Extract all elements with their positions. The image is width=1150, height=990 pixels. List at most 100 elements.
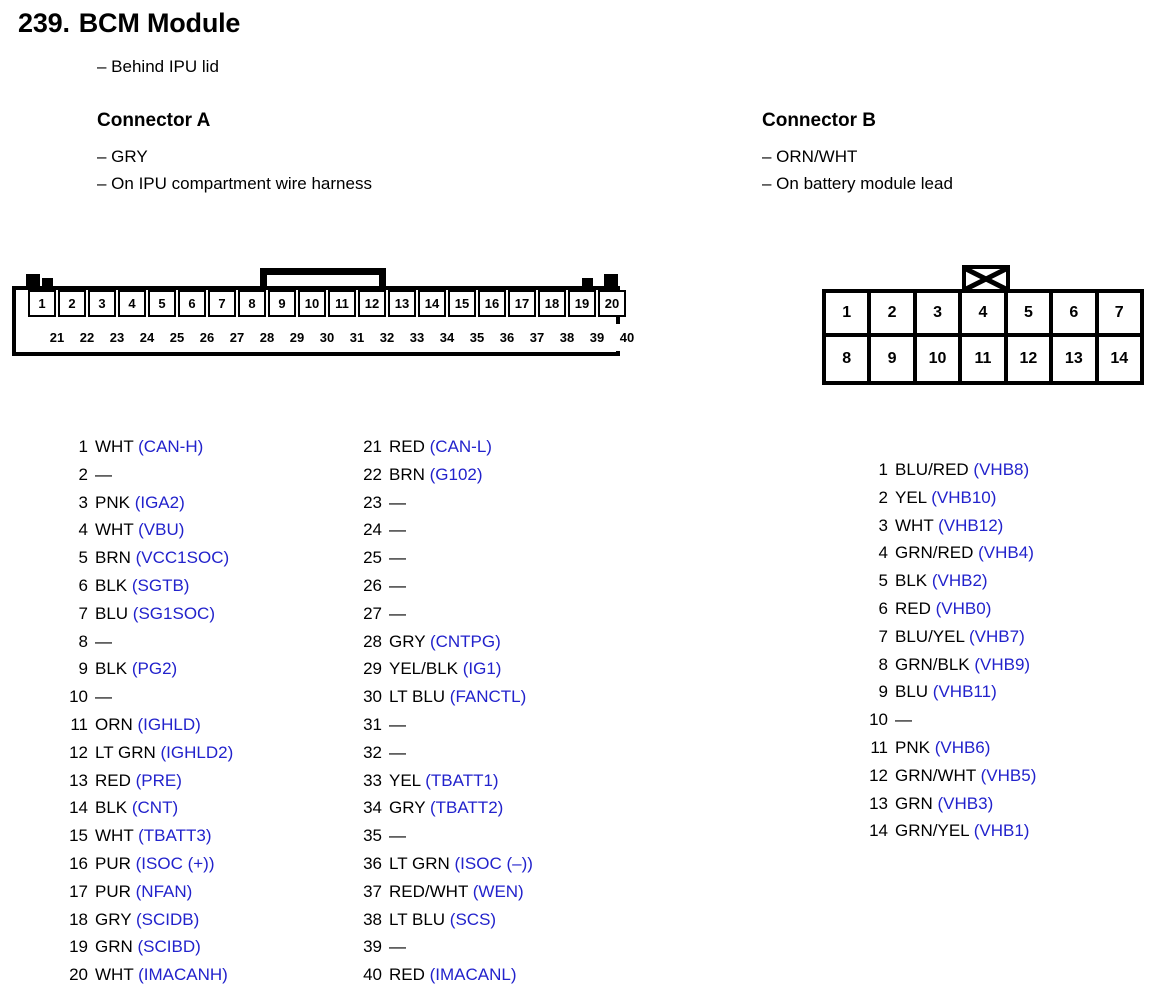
pin-number: 23 bbox=[363, 492, 382, 512]
pin-signal-name: (VHB12) bbox=[933, 515, 1004, 535]
pin-number: 9 bbox=[878, 682, 888, 702]
pin-number: 14 bbox=[69, 798, 88, 818]
pin-wire-color: GRN/RED bbox=[895, 543, 974, 563]
pin-unused-dash: — bbox=[389, 548, 406, 568]
latch-leg-right bbox=[379, 268, 386, 290]
pin-number: 25 bbox=[363, 548, 382, 568]
pin-wire-color: YEL bbox=[389, 770, 421, 790]
x-cross-icon bbox=[966, 269, 1006, 289]
pin-wire-color: ORN bbox=[95, 714, 133, 734]
pin-signal-name: (ISOC (+)) bbox=[130, 853, 215, 873]
connector-a-pin-cell-6: 6 bbox=[178, 290, 206, 317]
pin-signal-name: (NFAN) bbox=[130, 881, 193, 901]
pin-unused-dash: — bbox=[389, 520, 406, 540]
pin-signal-name: (VHB6) bbox=[929, 737, 991, 757]
pin-signal-name: (IGA2) bbox=[129, 492, 185, 512]
pin-signal-name: (VHB7) bbox=[964, 626, 1025, 646]
connector-a-pin-cell-21: 21 bbox=[43, 324, 71, 351]
pin-number: 6 bbox=[78, 575, 88, 595]
connector-a-pin-cell-11: 11 bbox=[328, 290, 356, 317]
pin-number: 31 bbox=[363, 714, 382, 734]
pin-signal-name: (SGTB) bbox=[127, 575, 190, 595]
pin-wire-color: RED bbox=[895, 598, 931, 618]
pin-signal-name: (VBU) bbox=[133, 520, 185, 540]
pin-unused-dash: — bbox=[389, 826, 406, 846]
connector-b-pin-cell-1: 1 bbox=[826, 293, 872, 337]
pin-wire-color: PNK bbox=[895, 737, 930, 757]
pin-number: 10 bbox=[69, 687, 88, 707]
pin-number: 22 bbox=[363, 464, 382, 484]
page-title: 239.BCM Module bbox=[18, 8, 240, 39]
connector-a-pin-cell-5: 5 bbox=[148, 290, 176, 317]
pin-number: 2 bbox=[78, 464, 88, 484]
pin-wire-color: PUR bbox=[95, 881, 131, 901]
connector-a-pin-cell-33: 33 bbox=[403, 324, 431, 351]
pin-signal-name: (TBATT1) bbox=[420, 770, 499, 790]
pin-wire-color: WHT bbox=[95, 520, 134, 540]
pin-signal-name: (FANCTL) bbox=[445, 687, 527, 707]
connector-a-pin-cell-27: 27 bbox=[223, 324, 251, 351]
pin-number: 38 bbox=[363, 909, 382, 929]
pin-number: 18 bbox=[69, 909, 88, 929]
pin-wire-color: WHT bbox=[895, 515, 934, 535]
pin-signal-name: (VHB4) bbox=[973, 543, 1034, 563]
pin-unused-dash: — bbox=[389, 937, 406, 957]
pin-signal-name: (IGHLD2) bbox=[155, 742, 234, 762]
connector-a-pin-cell-17: 17 bbox=[508, 290, 536, 317]
latch-bar bbox=[260, 268, 386, 275]
pin-number: 39 bbox=[363, 937, 382, 957]
pin-number: 15 bbox=[69, 826, 88, 846]
connector-a-pin-cell-13: 13 bbox=[388, 290, 416, 317]
pin-unused-dash: — bbox=[95, 687, 112, 707]
pin-row: 8— bbox=[62, 628, 233, 656]
pin-signal-name: (IGHLD) bbox=[132, 714, 201, 734]
pin-wire-color: BLK bbox=[95, 659, 128, 679]
pin-number: 32 bbox=[363, 742, 382, 762]
connector-a-pin-cell-2: 2 bbox=[58, 290, 86, 317]
pin-wire-color: LT GRN bbox=[389, 853, 450, 873]
connector-b-pin-cell-11: 11 bbox=[962, 337, 1008, 381]
connector-a-pin-cell-38: 38 bbox=[553, 324, 581, 351]
pin-signal-name: (PG2) bbox=[127, 659, 178, 679]
connector-a-note-harness: – On IPU compartment wire harness bbox=[97, 174, 372, 193]
connector-a-pin-cell-9: 9 bbox=[268, 290, 296, 317]
connector-a-note-color: – GRY bbox=[97, 147, 148, 166]
pin-wire-color: BLK bbox=[95, 575, 128, 595]
pin-number: 36 bbox=[363, 853, 382, 873]
pin-wire-color: LT BLU bbox=[389, 687, 446, 707]
pin-wire-color: BLK bbox=[895, 571, 928, 591]
pin-number: 1 bbox=[878, 460, 888, 479]
connector-a-left-nub bbox=[42, 278, 53, 290]
pin-number: 12 bbox=[869, 765, 888, 785]
pin-row: 26— bbox=[356, 572, 533, 600]
connector-b-note-color: – ORN/WHT bbox=[762, 147, 858, 166]
connector-a-pin-cell-12: 12 bbox=[358, 290, 386, 317]
connector-a-heading: Connector A bbox=[97, 110, 211, 131]
pin-wire-color: BLU/RED bbox=[895, 460, 969, 479]
connector-a-pin-cell-22: 22 bbox=[73, 324, 101, 351]
pin-row: 6 BLK (SGTB) bbox=[62, 572, 233, 600]
connector-b-pin-cell-14: 14 bbox=[1110, 350, 1129, 367]
pin-row: 24— bbox=[356, 516, 533, 544]
pin-number: 2 bbox=[878, 487, 888, 507]
